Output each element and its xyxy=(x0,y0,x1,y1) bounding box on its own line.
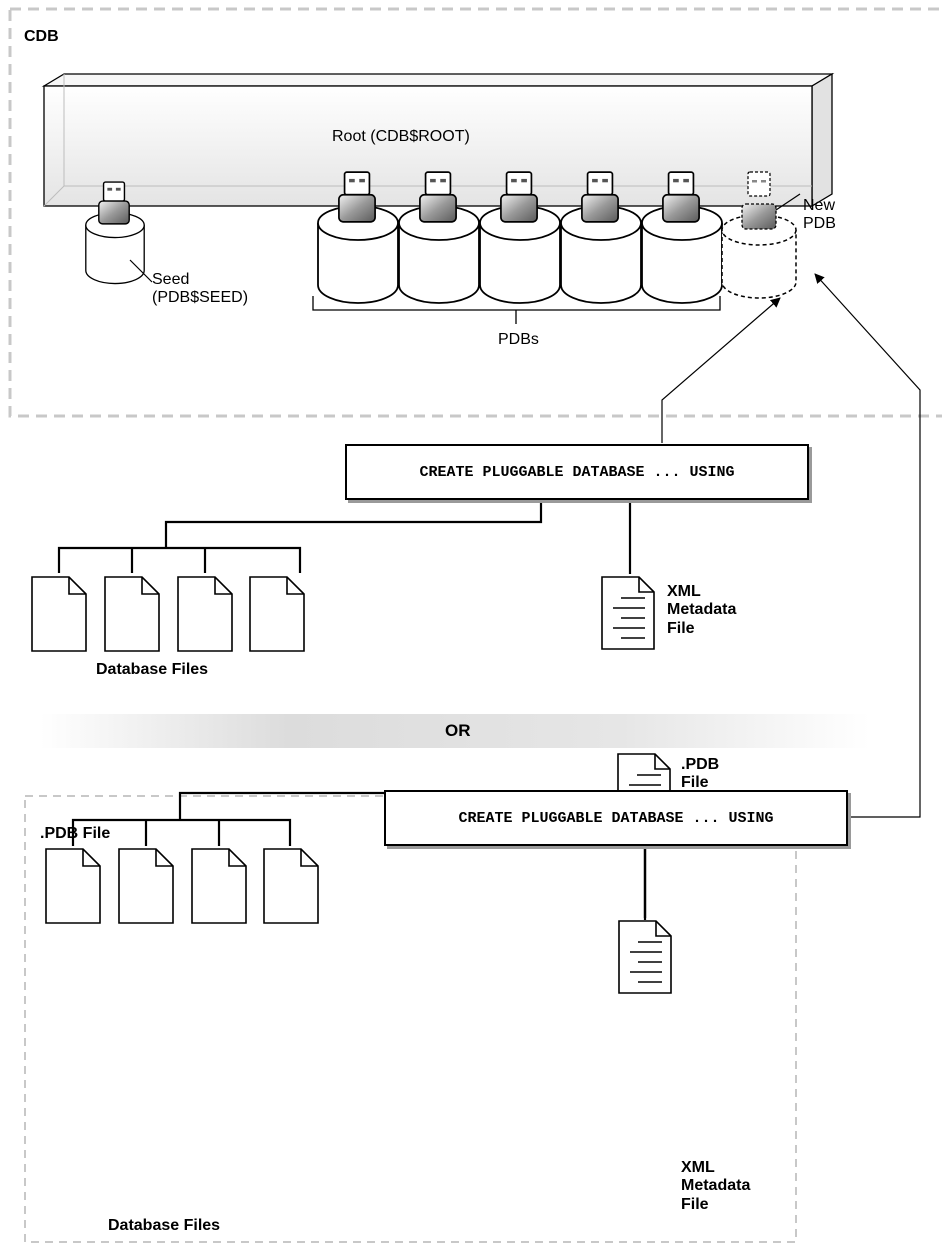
upper-xml-metadata-label: XML Metadata File xyxy=(667,583,737,637)
lower-database-files-tree xyxy=(71,791,647,918)
or-separator-band xyxy=(40,714,870,748)
new-pdb-leader-line xyxy=(775,193,801,211)
lower-database-file-3 xyxy=(191,848,247,924)
lower-database-file-2 xyxy=(118,848,174,924)
seed-label: Seed (PDB$SEED) xyxy=(152,271,249,307)
new-pdb-label: New PDB xyxy=(803,197,836,233)
upper-arrow-to-new-pdb xyxy=(661,297,781,443)
upper-database-file-4 xyxy=(249,576,305,652)
pdbs-label: PDBs xyxy=(498,331,539,348)
upper-database-files-tree xyxy=(57,500,543,573)
lower-pdb-file-label: .PDB File xyxy=(681,756,720,792)
lower-arrow-to-new-pdb xyxy=(814,273,921,818)
lower-database-files-label: Database Files xyxy=(108,1217,221,1234)
upper-database-files-label: Database Files xyxy=(96,661,209,678)
root-label: Root (CDB$ROOT) xyxy=(332,128,470,145)
pdb-archive-label: .PDB File xyxy=(40,825,111,842)
seed-leader-line xyxy=(129,259,153,283)
upper-database-file-3 xyxy=(177,576,233,652)
lower-database-file-1 xyxy=(45,848,101,924)
upper-create-pdb-command: CREATE PLUGGABLE DATABASE ... USING xyxy=(345,444,809,500)
new-pdb-database xyxy=(721,171,797,299)
cdb-container xyxy=(8,7,942,418)
pdbs-bracket xyxy=(312,296,721,324)
lower-xml-metadata-label: XML Metadata File xyxy=(681,1159,751,1213)
upper-database-file-2 xyxy=(104,576,160,652)
lower-xml-metadata-file-icon xyxy=(618,920,672,994)
cdb-label: CDB xyxy=(24,28,59,45)
lower-database-file-4 xyxy=(263,848,319,924)
lower-create-pdb-command: CREATE PLUGGABLE DATABASE ... USING xyxy=(384,790,848,846)
upper-database-file-1 xyxy=(31,576,87,652)
upper-xml-metadata-file-icon xyxy=(601,576,655,650)
or-label: OR xyxy=(445,721,471,740)
